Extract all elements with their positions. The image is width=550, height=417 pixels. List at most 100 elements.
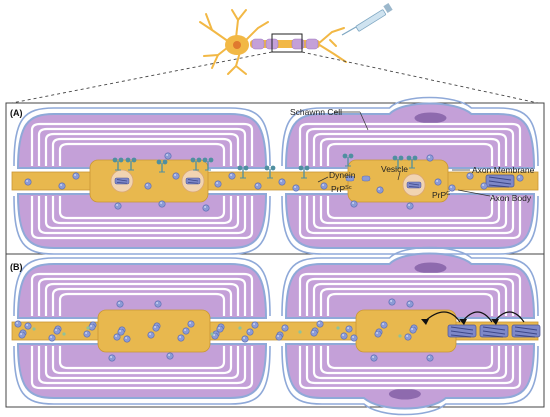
schwann-membrane-bottom — [13, 345, 271, 405]
zoom-box — [271, 33, 303, 53]
panel-a-tag: (A) — [10, 108, 23, 118]
prp-sc-label: PrPSc — [331, 184, 352, 194]
prion-protein — [310, 329, 318, 337]
prion-protein — [147, 331, 155, 339]
prion-protein — [48, 334, 56, 342]
prion-protein — [281, 324, 289, 332]
prp-sc-marker — [345, 175, 355, 182]
prion-protein — [202, 204, 210, 212]
protein-fragment — [398, 334, 402, 338]
prion-protein — [154, 300, 162, 308]
nucleus — [414, 112, 447, 124]
prion-protein — [426, 154, 434, 162]
prion-protein — [406, 300, 414, 308]
prion-protein — [246, 328, 254, 336]
prion-protein — [345, 325, 353, 333]
prion-protein — [340, 332, 348, 340]
prion-protein — [275, 333, 283, 341]
prion-fibril — [485, 174, 515, 188]
prion-protein — [53, 327, 61, 335]
prion-protein — [370, 354, 378, 362]
prion-protein — [404, 333, 412, 341]
schwann-cell-top — [16, 263, 268, 319]
schwann-membrane-bottom — [281, 195, 539, 255]
schwann-cell-top — [16, 113, 268, 169]
myelin-lamellae — [30, 272, 254, 390]
vesicle-label: Vesicle — [381, 164, 408, 174]
schwann-membrane-bottom — [281, 345, 539, 416]
prion-protein — [182, 327, 190, 335]
prion-protein — [228, 172, 236, 180]
prion-protein — [144, 182, 152, 190]
prion-fibril — [511, 324, 541, 338]
prion-protein — [350, 200, 358, 208]
prion-protein — [187, 320, 195, 328]
schwann-cell-bottom — [284, 193, 536, 249]
prion-protein — [88, 323, 96, 331]
arrow-head — [421, 319, 429, 325]
axon — [11, 309, 539, 353]
prion-protein — [14, 320, 22, 328]
protein-fragment — [238, 326, 242, 330]
arrow-head — [491, 319, 499, 325]
axon-node-bulge — [355, 309, 457, 353]
prion-protein — [214, 180, 222, 188]
axon-membrane-label: Axon Membrane — [472, 165, 535, 175]
prion-protein — [72, 172, 80, 180]
schwann-cell-bottom — [16, 343, 268, 399]
prion-protein — [116, 300, 124, 308]
protein-fragment — [86, 326, 90, 330]
prion-protein — [177, 334, 185, 342]
neuron-illustration — [199, 3, 393, 75]
prion-protein — [350, 334, 358, 342]
prion-protein — [164, 152, 172, 160]
panel-a — [11, 96, 539, 255]
prion-protein — [409, 326, 417, 334]
panel-b-tag: (B) — [10, 262, 23, 272]
schwann-membrane-top — [13, 107, 271, 167]
prion-protein — [292, 184, 300, 192]
prion-protein — [114, 202, 122, 210]
prion-protein — [406, 202, 414, 210]
prion-protein — [426, 354, 434, 362]
prion-protein — [166, 352, 174, 360]
protein-fragment — [210, 332, 214, 336]
prion-protein — [251, 321, 259, 329]
protein-fragment — [32, 327, 36, 331]
prion-protein — [434, 178, 442, 186]
vesicle — [181, 169, 205, 193]
prp-c-label: PrPC — [432, 190, 450, 200]
prion-protein — [58, 182, 66, 190]
schwann-cell — [13, 257, 271, 405]
protein-fragment — [336, 326, 340, 330]
prion-protein — [480, 182, 488, 190]
prion-fibril — [479, 324, 509, 338]
prion-protein — [152, 324, 160, 332]
schwann-membrane-top — [281, 96, 539, 167]
axon-body-label: Axon Body — [490, 193, 532, 203]
nucleus — [414, 262, 447, 274]
prion-protein — [172, 172, 180, 180]
prion-protein — [216, 325, 224, 333]
needle-icon — [341, 3, 393, 36]
vesicle — [402, 173, 426, 197]
prion-protein — [123, 335, 131, 343]
protein-fragment — [298, 330, 302, 334]
schwann-cell-bottom — [284, 343, 536, 410]
prion-fibril — [447, 324, 477, 338]
prion-protein — [18, 331, 26, 339]
nucleus — [388, 388, 421, 400]
vesicle — [110, 169, 134, 193]
prion-protein — [376, 186, 384, 194]
prp-sc-marker — [361, 175, 371, 182]
arrow-head — [459, 319, 467, 325]
prion-protein — [108, 354, 116, 362]
prion-protein — [516, 174, 524, 182]
prion-protein — [388, 298, 396, 306]
prion-protein — [117, 328, 125, 336]
prion-protein — [380, 321, 388, 329]
schwann-cell — [281, 96, 539, 255]
schwann-cell-top — [284, 102, 536, 169]
prion-protein — [316, 320, 324, 328]
